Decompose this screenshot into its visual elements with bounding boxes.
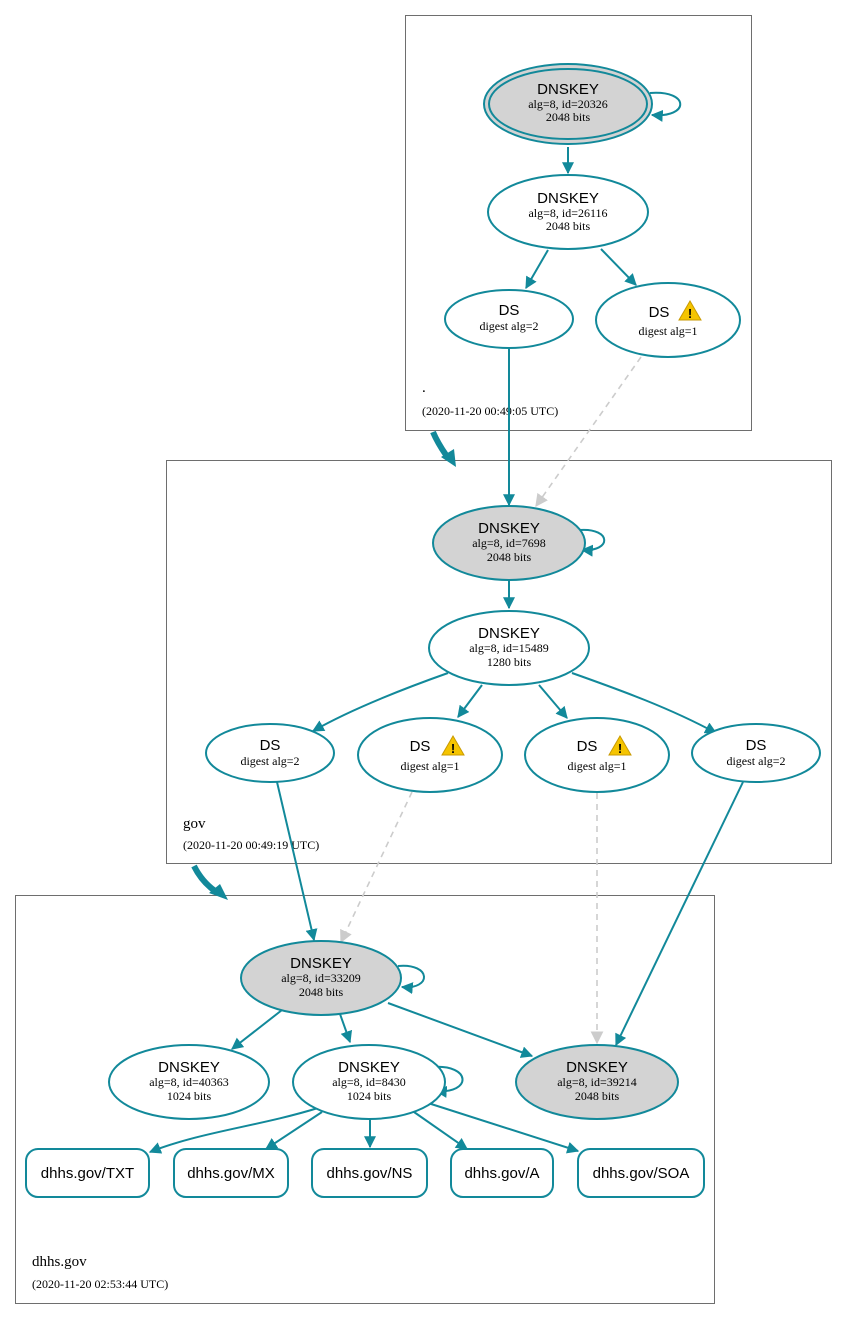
node-root-ksk-title: DNSKEY: [537, 81, 599, 98]
node-gov-ksk-title: DNSKEY: [478, 520, 540, 537]
warning-icon: !: [441, 735, 465, 756]
edge-gov-ds-b-dhhs-ksk: [340, 791, 413, 944]
node-root-ds2: DS digest alg=2: [444, 289, 574, 349]
edge-gov-ksk-self: [579, 528, 606, 557]
node-dhhs-40363-title: DNSKEY: [158, 1059, 220, 1076]
rrset-ns-label: dhhs.gov/NS: [327, 1165, 413, 1182]
node-dhhs-8430-id: alg=8, id=8430: [332, 1075, 406, 1089]
svg-text:!: !: [618, 741, 622, 756]
node-root-ds2-digest: digest alg=2: [479, 319, 538, 333]
zone-gov-name: gov: [183, 816, 206, 832]
edge-dhhs-zsk-self: [431, 1065, 464, 1098]
node-gov-ksk: DNSKEY alg=8, id=7698 2048 bits: [432, 505, 586, 581]
edge-dhhs-zsk-mx: [264, 1111, 323, 1150]
node-gov-ds-d-digest: digest alg=2: [726, 754, 785, 768]
warning-icon: !: [608, 735, 632, 756]
node-dhhs-40363-bits: 1024 bits: [167, 1089, 212, 1103]
node-gov-ds-c: DS ! digest alg=1: [524, 717, 670, 793]
edge-dhhs-zsk-txt: [148, 1107, 319, 1154]
node-dhhs-ksk-bits: 2048 bits: [299, 985, 344, 999]
svg-text:!: !: [688, 306, 692, 321]
node-dhhs-40363: DNSKEY alg=8, id=40363 1024 bits: [108, 1044, 270, 1120]
node-gov-zsk-id: alg=8, id=15489: [469, 641, 549, 655]
rrset-soa: dhhs.gov/SOA: [577, 1148, 705, 1198]
zone-dhhs-name: dhhs.gov: [32, 1254, 87, 1270]
node-gov-ds-a-title: DS: [260, 737, 281, 754]
edge-root-zsk-ds2: [525, 249, 549, 290]
edge-dhhs-ksk-39214: [387, 1002, 534, 1058]
node-gov-ds-b-digest: digest alg=1: [400, 759, 459, 773]
node-dhhs-39214: DNSKEY alg=8, id=39214 2048 bits: [515, 1044, 679, 1120]
node-gov-zsk: DNSKEY alg=8, id=15489 1280 bits: [428, 610, 590, 686]
rrset-mx-label: dhhs.gov/MX: [187, 1165, 275, 1182]
zone-root-name: .: [422, 380, 426, 396]
node-dhhs-ksk-id: alg=8, id=33209: [281, 971, 361, 985]
node-root-ds1-title: DS: [649, 304, 670, 321]
edge-dhhs-ksk-40363: [231, 1009, 283, 1050]
rrset-txt-label: dhhs.gov/TXT: [41, 1165, 134, 1182]
node-root-ksk-id: alg=8, id=20326: [528, 97, 608, 111]
edges: [148, 91, 744, 1154]
node-gov-ds-b-title: DS: [410, 738, 431, 755]
node-root-zsk-bits: 2048 bits: [546, 219, 591, 233]
node-root-zsk-title: DNSKEY: [537, 190, 599, 207]
edge-gov-ds-d-dhhs-39214: [615, 781, 744, 1047]
node-root-ds1-digest: digest alg=1: [638, 324, 697, 338]
node-dhhs-ksk-title: DNSKEY: [290, 955, 352, 972]
node-root-ds2-title: DS: [499, 302, 520, 319]
node-dhhs-39214-bits: 2048 bits: [575, 1089, 620, 1103]
edge-gov-ds-a-dhhs-ksk: [276, 781, 318, 942]
node-gov-ds-b: DS ! digest alg=1: [357, 717, 503, 793]
node-gov-ksk-id: alg=8, id=7698: [472, 536, 546, 550]
edge-gov-zsk-ds-a: [311, 672, 449, 732]
edge-gov-zsk-ds-d: [571, 672, 718, 734]
zone-dhhs-timestamp: (2020-11-20 02:53:44 UTC): [32, 1277, 168, 1291]
node-gov-ds-d-title: DS: [746, 737, 767, 754]
rrset-soa-label: dhhs.gov/SOA: [593, 1165, 690, 1182]
zone-gov-timestamp: (2020-11-20 00:49:19 UTC): [183, 838, 319, 852]
node-root-ksk-bits: 2048 bits: [546, 110, 591, 124]
delegation-arrow-gov-dhhs: [191, 864, 228, 900]
rrset-mx: dhhs.gov/MX: [173, 1148, 289, 1198]
node-dhhs-39214-id: alg=8, id=39214: [557, 1075, 637, 1089]
node-gov-ds-a: DS digest alg=2: [205, 723, 335, 783]
node-gov-ksk-bits: 2048 bits: [487, 550, 532, 564]
edge-dhhs-zsk-soa: [427, 1102, 580, 1154]
rrset-ns: dhhs.gov/NS: [311, 1148, 428, 1198]
node-dhhs-8430-title: DNSKEY: [338, 1059, 400, 1076]
rrset-a: dhhs.gov/A: [450, 1148, 554, 1198]
rrset-txt: dhhs.gov/TXT: [25, 1148, 150, 1198]
node-dhhs-40363-id: alg=8, id=40363: [149, 1075, 229, 1089]
warning-icon: !: [678, 300, 702, 321]
svg-text:!: !: [451, 741, 455, 756]
edge-root-ksk-self: [649, 91, 682, 122]
node-gov-ds-a-digest: digest alg=2: [240, 754, 299, 768]
node-root-zsk-id: alg=8, id=26116: [528, 206, 607, 220]
delegation-arrow-root-gov: [430, 430, 456, 467]
edge-root-ds1-gov-ksk: [535, 356, 642, 508]
node-dhhs-39214-title: DNSKEY: [566, 1059, 628, 1076]
edge-dhhs-zsk-a: [413, 1111, 468, 1150]
node-gov-zsk-bits: 1280 bits: [487, 655, 532, 669]
node-root-ds1: DS ! digest alg=1: [595, 282, 741, 358]
edge-dhhs-ksk-self: [397, 964, 425, 995]
node-gov-zsk-title: DNSKEY: [478, 625, 540, 642]
node-gov-ds-c-digest: digest alg=1: [567, 759, 626, 773]
node-gov-ds-d: DS digest alg=2: [691, 723, 821, 783]
edge-gov-zsk-ds-b: [457, 684, 483, 718]
node-root-ksk: DNSKEY alg=8, id=20326 2048 bits: [483, 63, 653, 145]
edge-gov-zsk-ds-c: [538, 684, 568, 719]
node-dhhs-8430: DNSKEY alg=8, id=8430 1024 bits: [292, 1044, 446, 1120]
edge-dhhs-ksk-8430: [339, 1013, 353, 1044]
edge-root-zsk-ds1: [600, 248, 637, 286]
zone-root-timestamp: (2020-11-20 00:49:05 UTC): [422, 404, 558, 418]
node-gov-ds-c-title: DS: [577, 738, 598, 755]
node-root-zsk: DNSKEY alg=8, id=26116 2048 bits: [487, 174, 649, 250]
node-dhhs-ksk: DNSKEY alg=8, id=33209 2048 bits: [240, 940, 402, 1016]
rrset-a-label: dhhs.gov/A: [464, 1165, 539, 1182]
node-dhhs-8430-bits: 1024 bits: [347, 1089, 392, 1103]
